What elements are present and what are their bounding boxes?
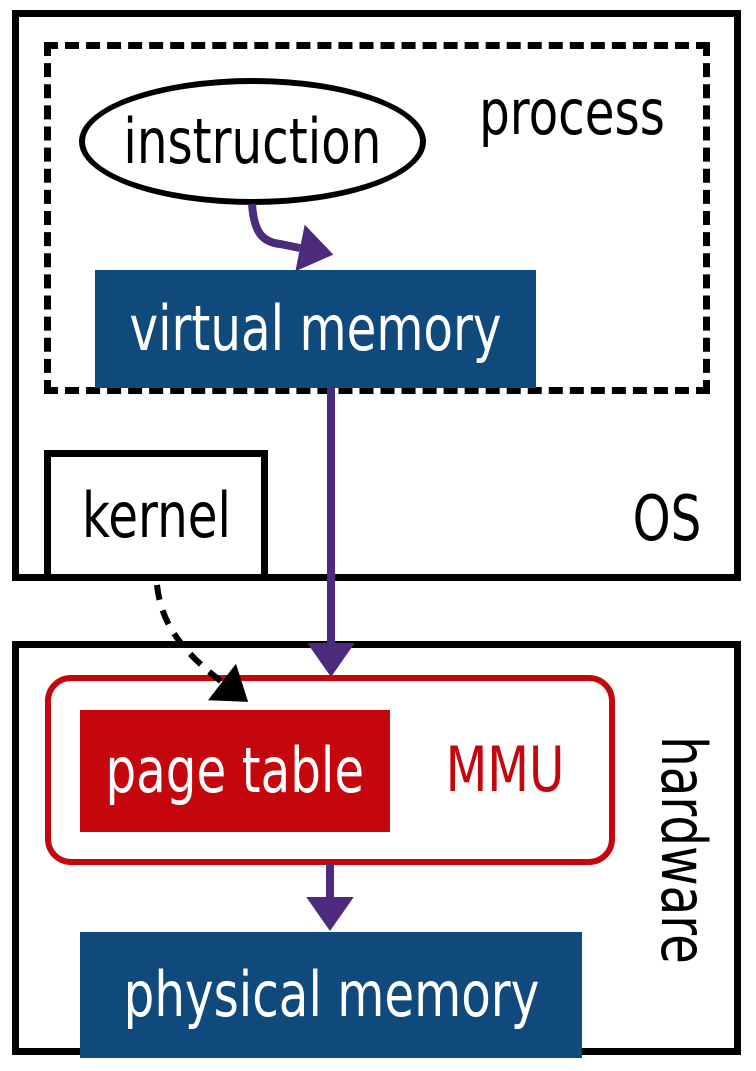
- process-box: [44, 42, 710, 394]
- instruction-label: instruction: [123, 104, 382, 178]
- virtual-memory-label: virtual memory: [129, 292, 502, 365]
- instruction-ellipse: instruction: [79, 78, 426, 205]
- process-label: process: [479, 76, 665, 149]
- hardware-label: hardware: [647, 736, 720, 964]
- page-table-label: page table: [105, 734, 365, 807]
- kernel-box: kernel: [44, 450, 268, 581]
- os-box: [12, 10, 741, 581]
- os-label: OS: [632, 482, 702, 555]
- virtual-memory-box: virtual memory: [95, 270, 536, 388]
- kernel-label: kernel: [81, 478, 231, 552]
- physical-memory-box: physical memory: [80, 932, 582, 1058]
- mmu-label: MMU: [445, 733, 565, 806]
- page-table-box: page table: [80, 710, 390, 832]
- physical-memory-label: physical memory: [123, 958, 539, 1031]
